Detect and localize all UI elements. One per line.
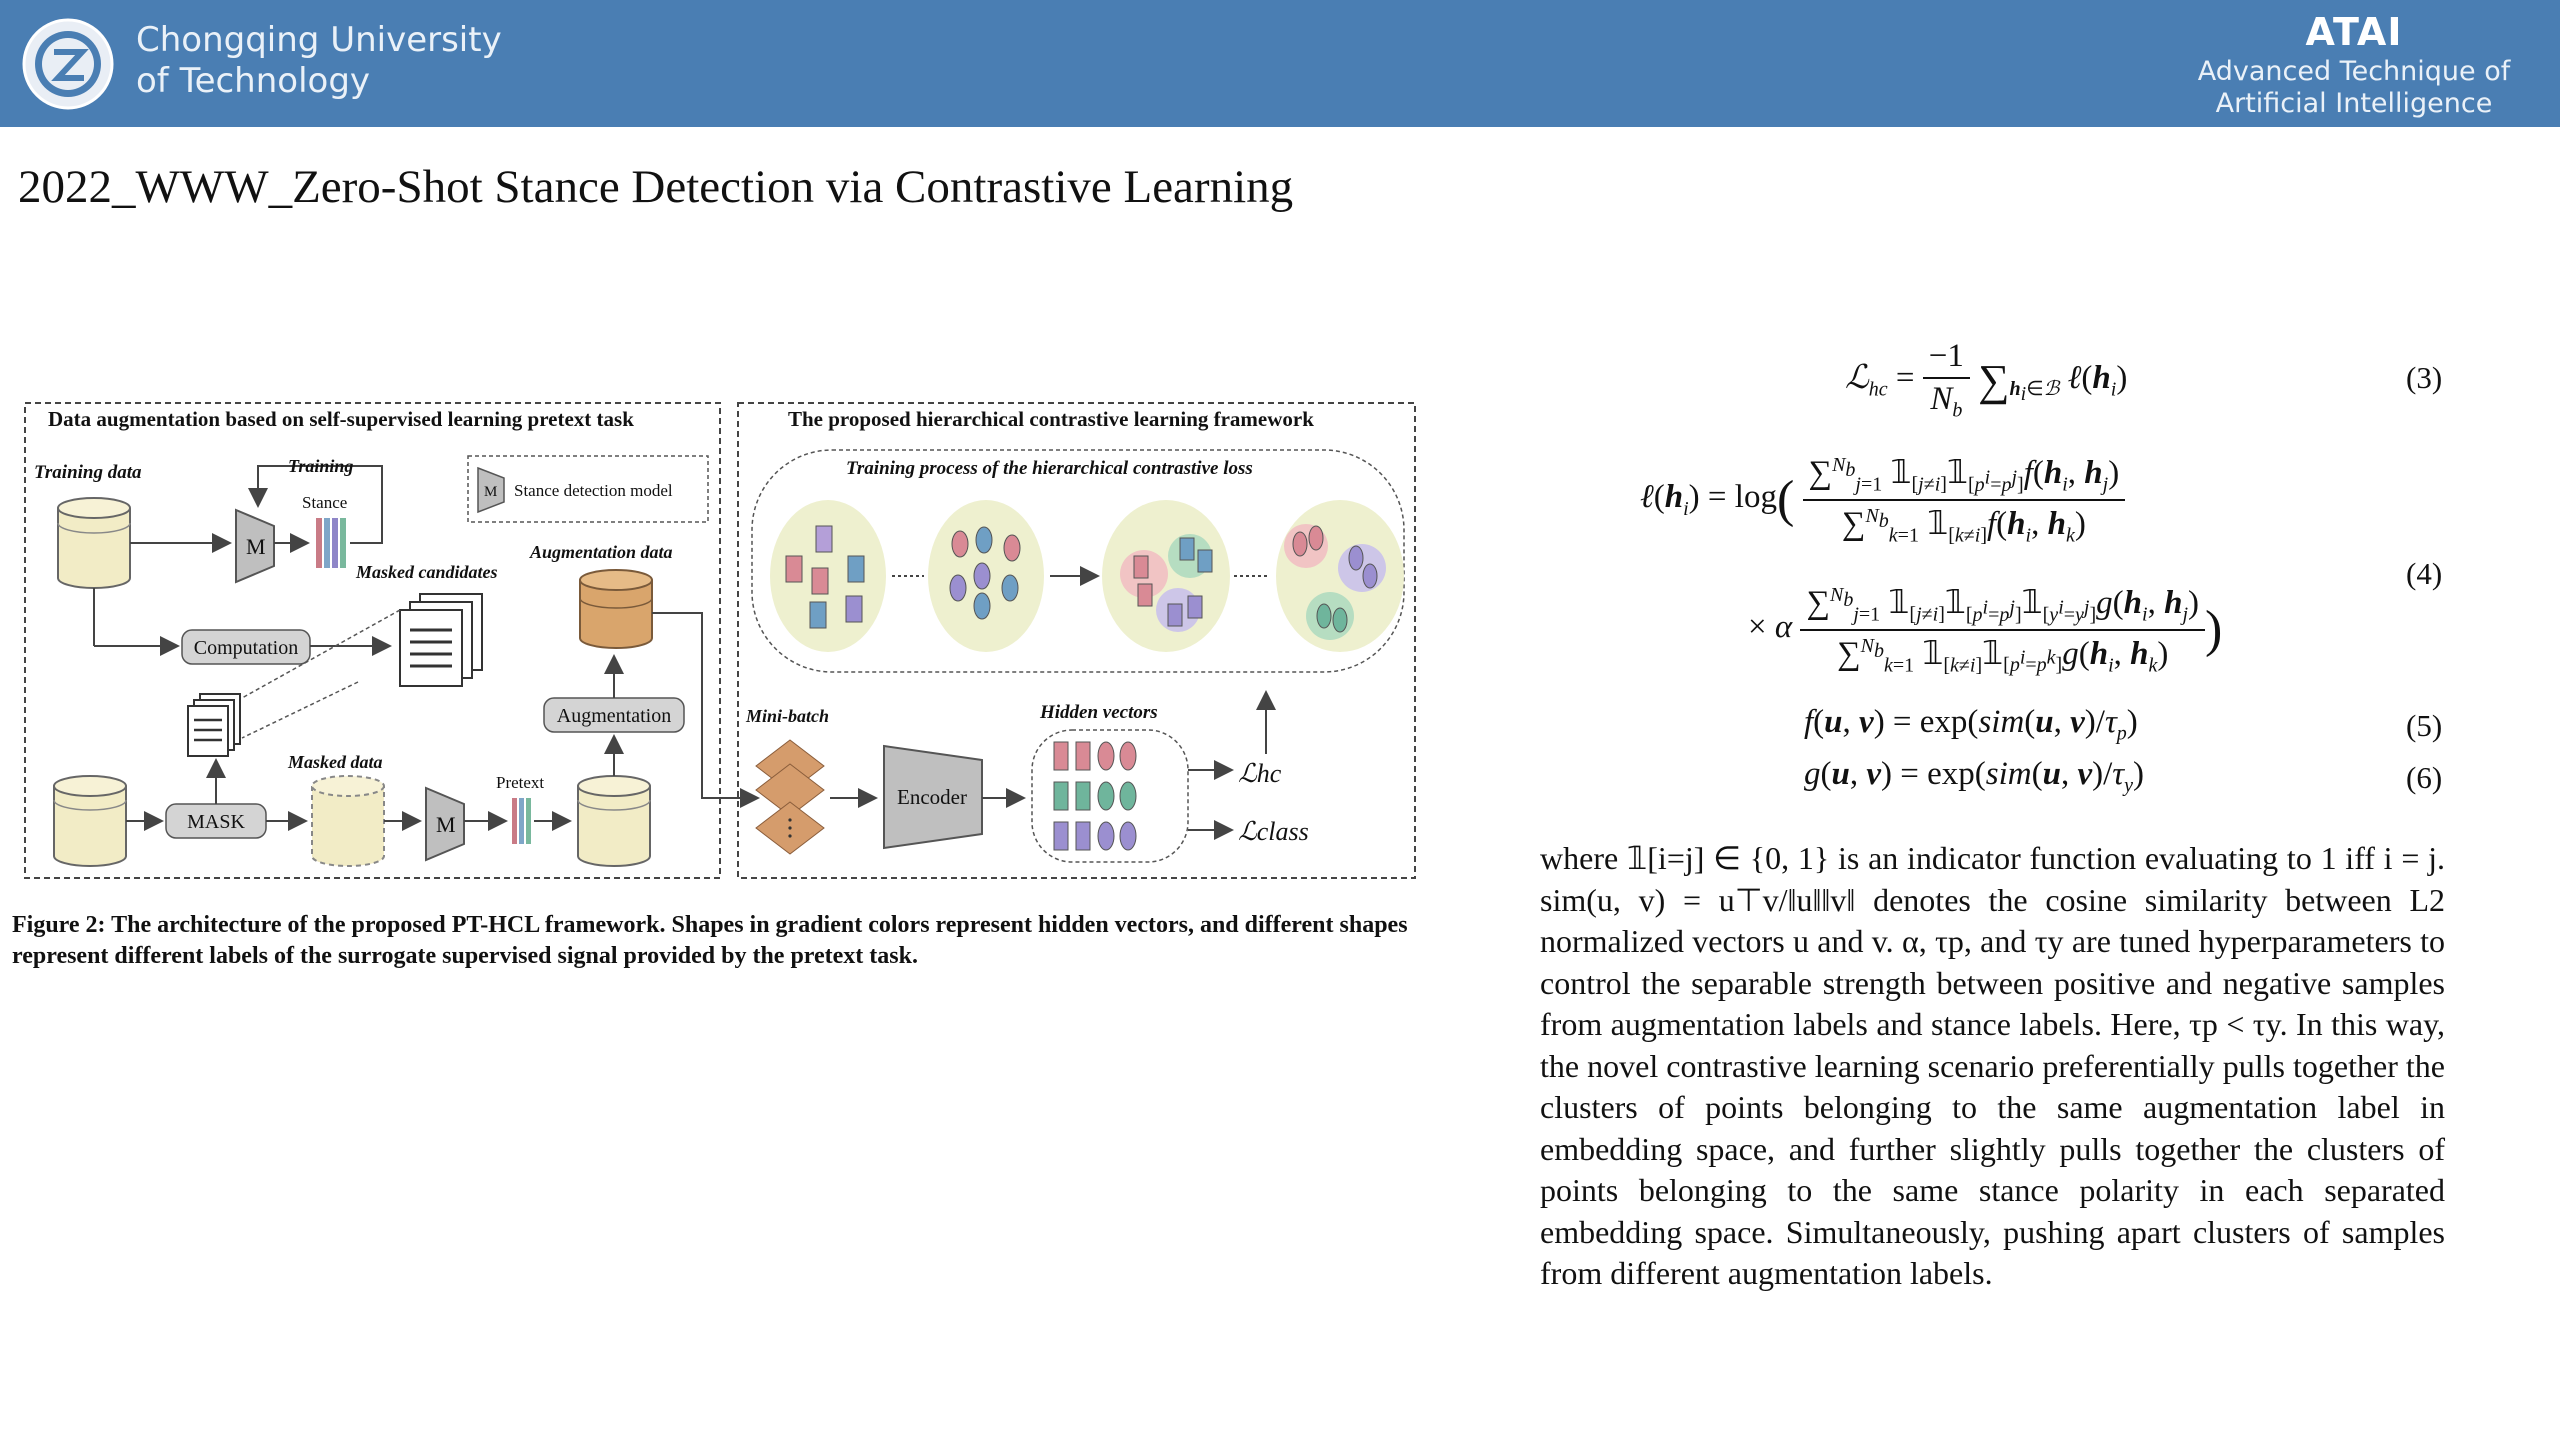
computation-box: Computation	[181, 629, 311, 665]
pretext-model-trapezoid-icon: M	[425, 786, 465, 862]
masked-data-cylinder-icon	[311, 775, 385, 867]
equation-4-number: (4)	[2406, 556, 2443, 591]
augmentation-data-cylinder-icon	[579, 569, 653, 649]
training-process-label: Training process of the hierarchical con…	[846, 458, 1253, 479]
masked-data-label: Masked data	[287, 752, 383, 772]
equation-3-number: (3)	[2406, 360, 2443, 395]
pretext-data-cylinder-icon	[577, 775, 651, 867]
masked-candidates-document-icon	[399, 593, 483, 687]
pretext-bars-icon	[512, 798, 531, 844]
university-name-line2: of Technology	[136, 61, 371, 101]
stance-label: Stance	[302, 493, 347, 512]
hidden-vectors-grid	[1053, 741, 1137, 851]
lab-subtitle-line2: Artificial Intelligence	[2215, 88, 2493, 119]
cluster-ellipses-shapes	[949, 526, 1021, 620]
mask-box: MASK	[165, 803, 267, 839]
model-trapezoid-icon: M	[235, 508, 275, 584]
encoder-label: Encoder	[897, 785, 967, 809]
masked-data-document-icon	[187, 693, 241, 757]
right-panel-title: The proposed hierarchical contrastive le…	[788, 407, 1314, 431]
augmentation-box: Augmentation	[543, 697, 685, 733]
masked-candidates-label: Masked candidates	[355, 562, 498, 582]
university-name-line1: Chongqing University	[136, 20, 502, 60]
pretext-model-letter: M	[436, 812, 456, 837]
architecture-diagram: Data augmentation based on self-supervis…	[24, 402, 1416, 879]
legend-model-icon: M	[477, 466, 505, 514]
training-data-label: Training data	[34, 462, 142, 483]
augmentation-data-label: Augmentation data	[529, 542, 673, 562]
legend-model-letter: M	[484, 484, 497, 500]
equation-6: g(u, v) = exp(sim(u, v)/τy)	[1804, 756, 2144, 797]
lab-name: ATAI	[2305, 10, 2403, 54]
lab-subtitle-line1: Advanced Technique of	[2197, 56, 2511, 87]
training-label: Training	[288, 456, 353, 476]
hidden-vectors-border	[1031, 729, 1189, 863]
hidden-vectors-label: Hidden vectors	[1039, 702, 1158, 723]
body-paragraph: where 𝟙[i=j] ∈ {0, 1} is an indicator fu…	[1540, 840, 2445, 1291]
equation-5: f(u, v) = exp(sim(u, v)/τp)	[1804, 704, 2138, 745]
lab-logo: ATAI Advanced Technique of Artificial In…	[2184, 8, 2524, 120]
equation-4-part2: × α ∑Nbj=1 𝟙[j≠i]𝟙[pi=pj]𝟙[yi=yj]g(hi, h…	[1748, 584, 2223, 677]
university-logo-icon	[22, 18, 114, 110]
mask-label: MASK	[187, 811, 245, 833]
training-data-cylinder-icon	[57, 497, 131, 589]
mini-batch-label: Mini-batch	[745, 706, 829, 726]
equation-5-number: (5)	[2406, 708, 2443, 743]
input-data-cylinder-icon	[53, 775, 127, 867]
encoder-box: Encoder	[883, 744, 983, 850]
equation-4-part1: ℓ(hi) = log( ∑Nbj=1 𝟙[j≠i]𝟙[pi=pj]f(hi, …	[1640, 452, 2126, 547]
stance-bars-icon	[316, 518, 346, 568]
loss-hc-label: ℒhc	[1238, 759, 1282, 788]
page-title: 2022_WWW_Zero-Shot Stance Detection via …	[18, 161, 1294, 213]
augmentation-label: Augmentation	[557, 705, 671, 727]
equation-6-number: (6)	[2406, 760, 2443, 795]
cluster-separated-rectangles-shapes	[1120, 534, 1213, 632]
loss-class-label: ℒclass	[1238, 817, 1309, 846]
left-panel-border	[24, 402, 721, 879]
architecture-figure: Data augmentation based on self-supervis…	[20, 398, 1420, 883]
header-bar: Chongqing University of Technology ATAI …	[0, 0, 2560, 127]
model-letter: M	[246, 534, 266, 559]
pretext-label: Pretext	[496, 773, 544, 792]
cluster-separated-ellipses-shapes	[1284, 524, 1386, 640]
legend-box	[467, 455, 709, 523]
right-panel-border	[737, 402, 1416, 879]
legend-model-label: Stance detection model	[514, 481, 673, 500]
training-process-border	[751, 449, 1405, 673]
left-panel-title: Data augmentation based on self-supervis…	[48, 407, 634, 431]
university-name: Chongqing University of Technology	[136, 20, 502, 102]
figure-caption: Figure 2: The architecture of the propos…	[12, 912, 1408, 969]
mini-batch-diamonds-icon	[755, 739, 825, 855]
cluster-rectangles-shapes	[785, 525, 865, 629]
computation-label: Computation	[194, 637, 298, 659]
